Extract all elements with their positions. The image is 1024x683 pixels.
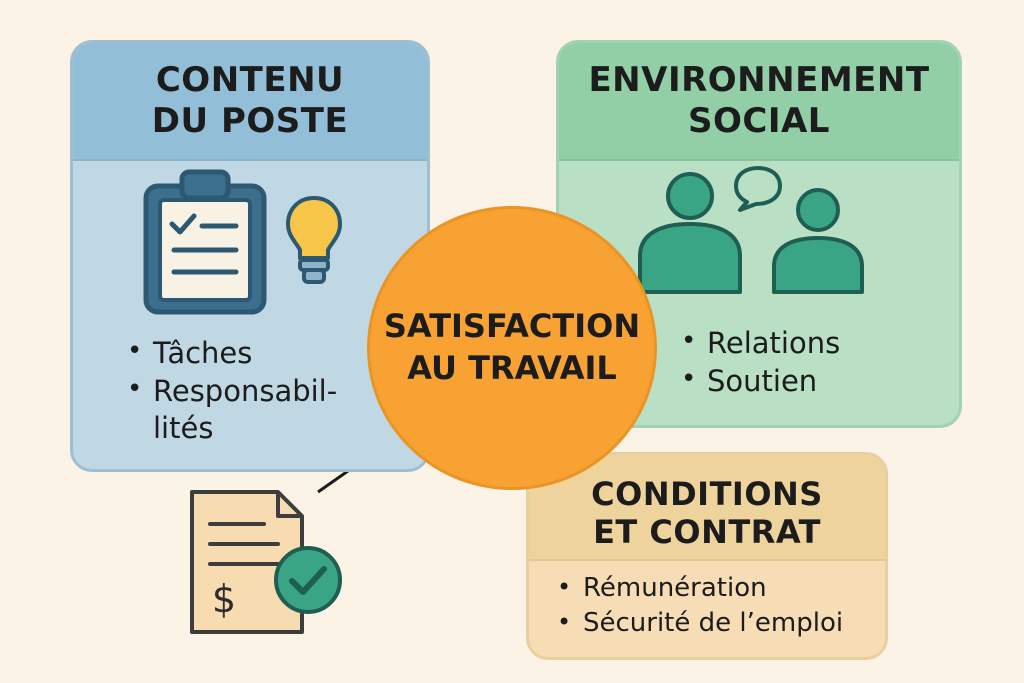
dollar-icon: $ xyxy=(212,577,236,621)
list-item: Soutien xyxy=(681,363,951,401)
social-environment-title: ENVIRONNEMENT SOCIAL xyxy=(559,43,959,161)
social-list: Relations Soutien xyxy=(681,325,951,400)
list-item: Relations xyxy=(681,325,951,363)
conditions-title-line1: CONDITIONS xyxy=(591,474,823,513)
lightbulb-icon xyxy=(286,196,342,284)
job-content-title-line2: DU POSTE xyxy=(151,101,349,141)
list-item: Responsabil- xyxy=(127,373,417,411)
job-content-title-line1: CONTENU xyxy=(155,60,345,101)
conditions-list: Rémunération Sécurité de l’emploi xyxy=(557,571,885,641)
list-item: Tâches xyxy=(127,335,417,373)
clipboard-checklist-icon xyxy=(143,169,267,315)
job-content-title: CONTENU DU POSTE xyxy=(73,43,427,161)
job-content-card: CONTENU DU POSTE Tâches Responsabil- lit… xyxy=(70,40,430,472)
svg-text:$: $ xyxy=(212,577,236,621)
checkmark-badge-icon xyxy=(274,546,342,614)
list-item: Sécurité de l’emploi xyxy=(557,606,885,641)
social-title-line2: SOCIAL xyxy=(688,101,830,141)
contract-document-icon xyxy=(190,490,304,634)
center-title-line2: AU TRAVAIL xyxy=(407,349,617,387)
list-item: Rémunération xyxy=(557,571,885,606)
divider xyxy=(529,559,885,561)
people-icon xyxy=(638,172,864,294)
conditions-title-line2: ET CONTRAT xyxy=(593,513,821,551)
job-satisfaction-circle: SATISFACTION AU TRAVAIL xyxy=(367,206,657,490)
job-content-list: Tâches Responsabil- lités xyxy=(127,335,417,448)
conditions-contract-card: CONDITIONS ET CONTRAT Rémunération Sécur… xyxy=(526,452,888,660)
list-item-continuation: lités xyxy=(153,411,214,446)
center-title-line1: SATISFACTION xyxy=(383,307,641,346)
social-title-line1: ENVIRONNEMENT xyxy=(588,60,930,101)
social-environment-card: ENVIRONNEMENT SOCIAL Relations Soutien xyxy=(556,40,962,428)
speech-bubble-icon xyxy=(734,166,782,212)
conditions-title: CONDITIONS ET CONTRAT xyxy=(529,455,885,561)
